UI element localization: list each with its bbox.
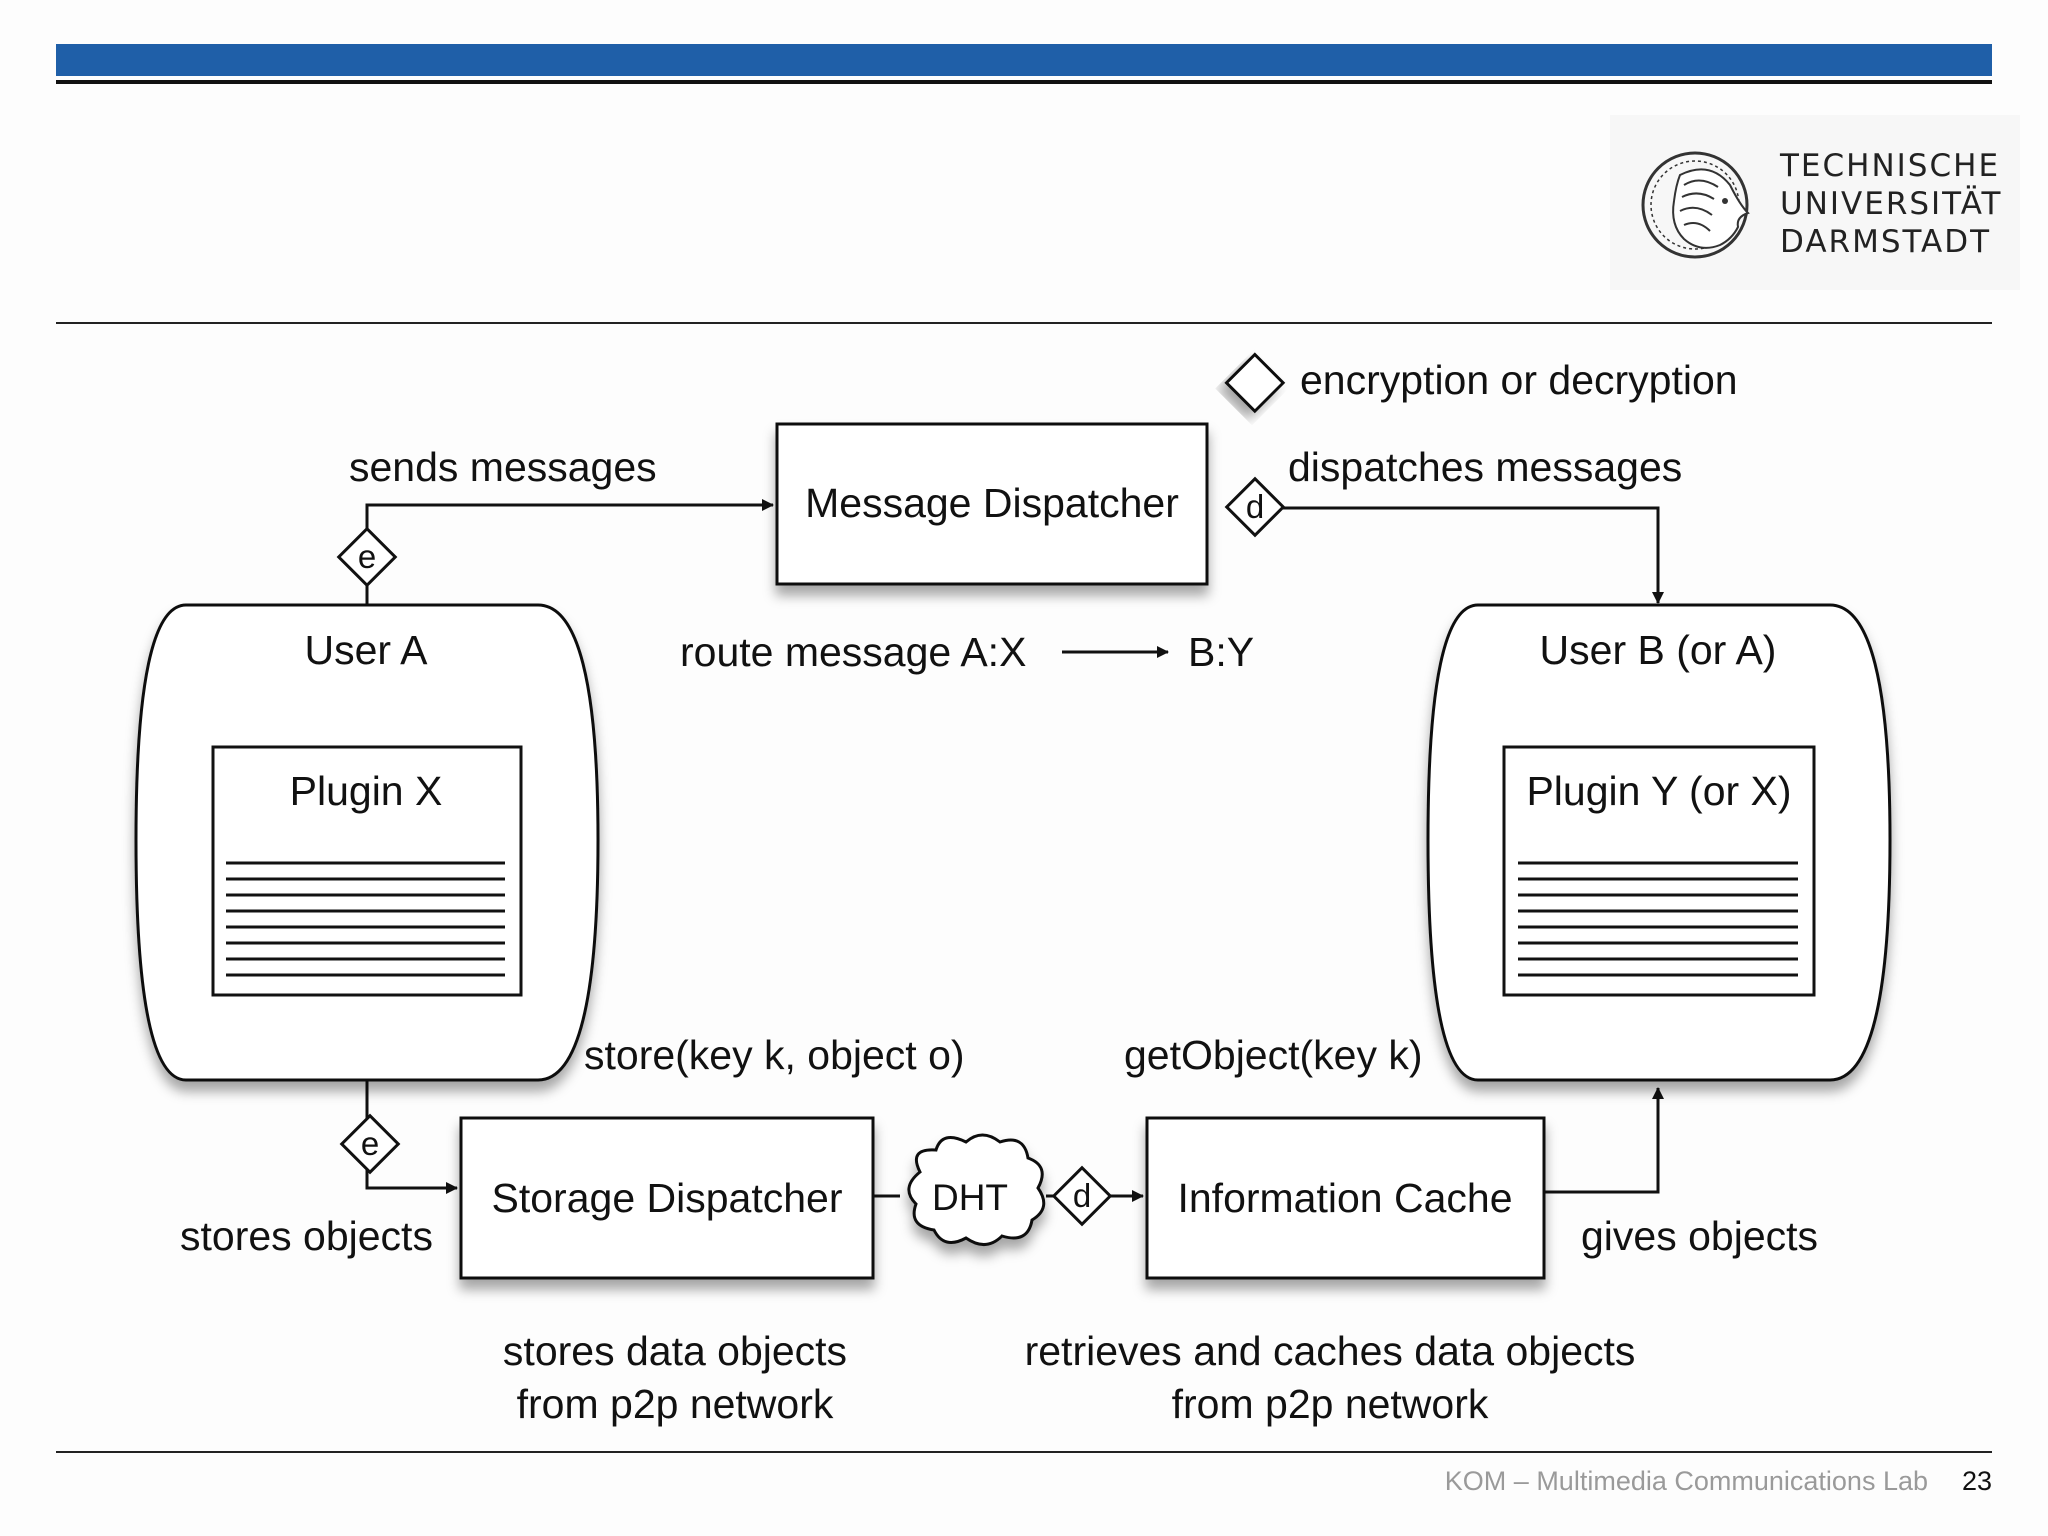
message-dispatcher-node: Message Dispatcher: [775, 422, 1209, 586]
route-target-label: B:Y: [1188, 629, 1254, 675]
footer-divider: [56, 1451, 1992, 1453]
route-message-label: route message A:X: [680, 629, 1026, 675]
cache-caption-line-1: retrieves and caches data objects: [1025, 1328, 1636, 1374]
diamond-icon: [336, 526, 398, 588]
plugin-x-label: Plugin X: [290, 768, 443, 814]
footer-lab-name: KOM – Multimedia Communications Lab: [1444, 1466, 1928, 1496]
header-rule: [56, 80, 1992, 84]
cloud-icon: [907, 1133, 1046, 1246]
dht-label: DHT: [932, 1177, 1008, 1218]
plugin-x-box: [211, 745, 523, 997]
stores-objects-arrow: [365, 1080, 458, 1194]
store-call-label: store(key k, object o): [584, 1032, 965, 1078]
plugin-y-content-lines: [1518, 861, 1798, 977]
plugin-y-label: Plugin Y (or X): [1526, 768, 1791, 814]
legend-label: encryption or decryption: [1300, 357, 1738, 403]
marker-d: d: [1073, 1177, 1091, 1214]
title-divider: [56, 322, 1992, 324]
storage-dispatcher-node: Storage Dispatcher: [459, 1116, 875, 1280]
diamond-icon: [1224, 476, 1286, 538]
university-name: TECHNISCHE UNIVERSITÄT DARMSTADT: [1780, 147, 2002, 261]
marker-d: d: [1246, 488, 1264, 525]
diamond-icon: [1051, 1165, 1113, 1227]
encrypt-marker-messages: e: [336, 526, 398, 588]
gives-objects-arrow: [1545, 1087, 1664, 1194]
plugin-y-box: [1502, 745, 1816, 997]
diamond-icon: [1224, 352, 1286, 414]
dht-node: DHT: [907, 1133, 1046, 1246]
cache-caption-line-2: from p2p network: [1172, 1381, 1489, 1427]
decrypt-marker-messages: d: [1224, 476, 1286, 538]
storage-dispatcher-label: Storage Dispatcher: [492, 1175, 843, 1221]
plugin-x-content-lines: [226, 861, 505, 977]
user-b-node: User B (or A) Plugin Y (or X): [1426, 603, 1892, 1082]
sends-messages-arrow: [365, 499, 774, 604]
page-number: 23: [1962, 1466, 1993, 1496]
user-b-label: User B (or A): [1540, 627, 1777, 673]
information-cache-label: Information Cache: [1177, 1175, 1512, 1221]
university-logo: TECHNISCHE UNIVERSITÄT DARMSTADT: [1610, 115, 2020, 290]
encrypt-marker-storage: e: [339, 1113, 401, 1175]
legend: encryption or decryption: [1224, 352, 1738, 414]
get-object-call-label: getObject(key k): [1124, 1032, 1423, 1078]
logo-line-3: DARMSTADT: [1780, 224, 1992, 260]
diamond-icon: [339, 1113, 401, 1175]
storage-caption-line-1: stores data objects: [503, 1328, 847, 1374]
logo-line-2: UNIVERSITÄT: [1780, 186, 2003, 222]
marker-e: e: [361, 1125, 379, 1162]
gives-objects-label: gives objects: [1581, 1213, 1818, 1259]
stores-objects-label: stores objects: [180, 1213, 433, 1259]
header-bar: [56, 44, 1992, 76]
storage-caption-line-2: from p2p network: [517, 1381, 834, 1427]
logo-line-1: TECHNISCHE: [1780, 148, 2001, 184]
information-cache-node: Information Cache: [1145, 1116, 1546, 1280]
user-a-label: User A: [304, 627, 428, 673]
message-dispatcher-label: Message Dispatcher: [805, 480, 1179, 526]
dispatches-messages-label: dispatches messages: [1288, 444, 1682, 490]
decrypt-marker-cache: d: [1051, 1165, 1113, 1227]
dispatches-messages-arrow: [1282, 506, 1664, 604]
sends-messages-label: sends messages: [349, 444, 657, 490]
marker-e: e: [358, 538, 376, 575]
user-a-node: User A Plugin X: [134, 603, 600, 1082]
seal-icon: [1641, 151, 1750, 259]
